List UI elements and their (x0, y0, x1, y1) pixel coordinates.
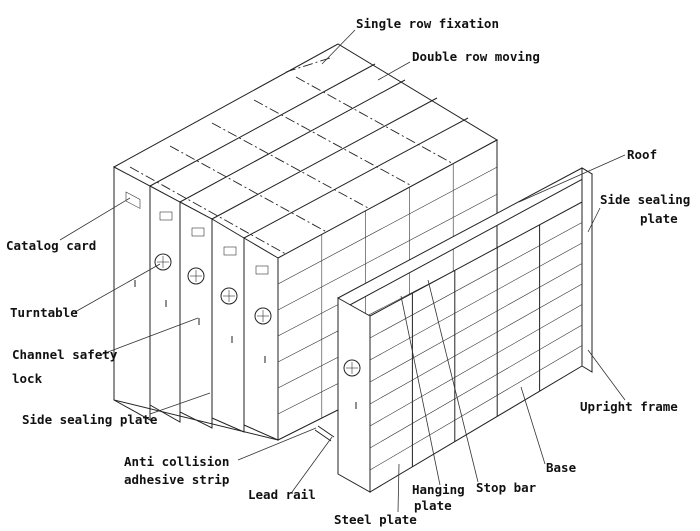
label-channel-safety-line1: Channel safety (12, 347, 118, 362)
label-turntable: Turntable (10, 305, 78, 320)
label-leader-lines (59, 29, 626, 513)
roof-top-surface (112, 43, 498, 292)
label-anti-collision-line2: adhesive strip (124, 472, 230, 487)
label-hanging-line1: Hanging (412, 482, 465, 497)
label-roof: Roof (627, 147, 658, 162)
label-side-sealing-right-line2: plate (640, 211, 678, 226)
label-lead-rail: Lead rail (248, 487, 316, 502)
label-single-row-fixation: Single row fixation (356, 16, 499, 31)
label-steel-plate: Steel plate (334, 512, 417, 527)
label-side-sealing-left: Side sealing plate (22, 412, 158, 427)
label-side-sealing-right-line1: Side sealing (600, 192, 691, 207)
label-base: Base (546, 460, 577, 475)
label-upright-frame: Upright frame (580, 399, 678, 414)
label-catalog-card: Catalog card (6, 238, 97, 253)
label-channel-safety-line2: lock (12, 371, 43, 386)
front-end-panels (113, 166, 498, 441)
label-anti-collision-line1: Anti collision (124, 454, 230, 469)
label-double-row-moving: Double row moving (412, 49, 540, 64)
label-hanging-line2: plate (414, 498, 452, 513)
label-stop-bar: Stop bar (476, 480, 537, 495)
front-moving-unit (314, 167, 594, 493)
